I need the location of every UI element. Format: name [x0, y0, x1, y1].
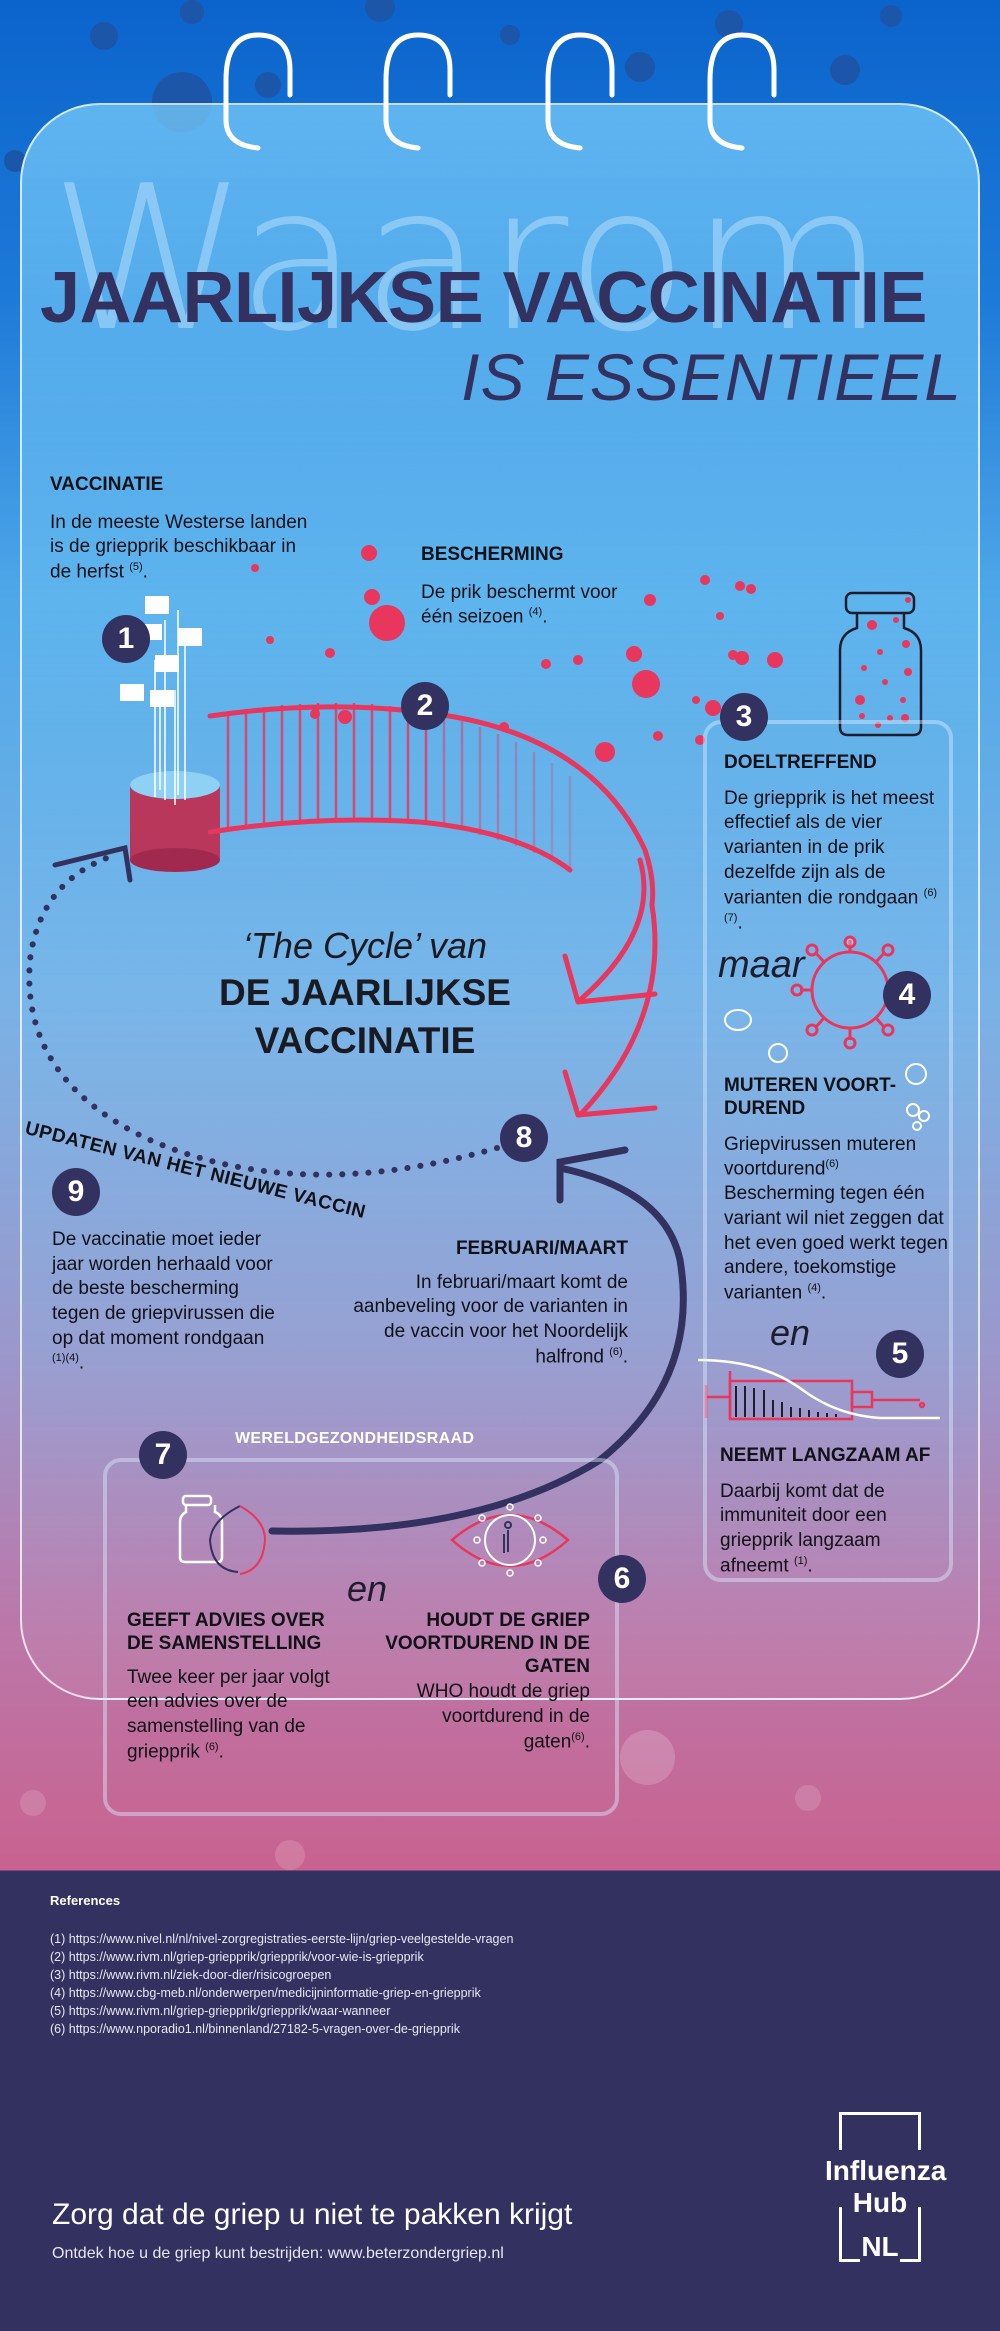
decline-curve: [697, 1358, 940, 1420]
reference-item[interactable]: (2) https://www.rivm.nl/griep-griepprik/…: [50, 1950, 424, 1964]
references-title: References: [50, 1893, 121, 1908]
step-7-badge: 7: [139, 1431, 187, 1479]
step-1-body: In de meeste Westerse landen is de griep…: [50, 511, 308, 583]
footer-slogan: Zorg dat de griep u niet te pakken krijg…: [52, 2198, 573, 2231]
step-1-text: VACCINATIE In de meeste Westerse landen …: [50, 474, 310, 585]
reference-item[interactable]: (1) https://www.nivel.nl/nl/nivel-zorgre…: [50, 1932, 514, 1946]
step-4-badge: 4: [883, 971, 931, 1019]
cycle-title: ‘The Cycle’ van DE JAARLIJKSE VACCINATIE: [150, 925, 580, 1064]
panel-steps-3-to-5: [703, 720, 953, 1582]
step-4-heading: MUTEREN VOORT-DUREND: [724, 1075, 897, 1119]
step-4-body: Griepvirussen muteren voortdurend(6) Bes…: [724, 1133, 948, 1304]
step-6-badge: 6: [598, 1555, 646, 1603]
connector-en-step-5: en: [770, 1312, 811, 1353]
step-1-badge: 1: [102, 615, 150, 663]
step-8-body: In februari/maart komt de aanbeveling vo…: [353, 1271, 628, 1368]
step-2-heading: BESCHERMING: [421, 544, 564, 565]
footer-subtext[interactable]: Ontdek hoe u de griep kunt bestrijden: w…: [52, 2245, 504, 2262]
step-4-text: MUTEREN VOORT-DUREND Griepvirussen muter…: [724, 1075, 949, 1306]
background-word: Waarom: [50, 143, 888, 376]
step-3-text: DOELTREFFEND De griepprik is het meest e…: [724, 752, 942, 936]
references-list: (1) https://www.nivel.nl/nl/nivel-zorgre…: [50, 1930, 513, 2038]
step-9-body: De vaccinatie moet ieder jaar worden her…: [52, 1229, 275, 1374]
navy-arrow: [268, 1146, 687, 1535]
eye-virus-icon: [450, 1503, 570, 1577]
vaccine-vial-icon: [838, 591, 923, 737]
cycle-illustration: [26, 545, 940, 1577]
step-7-text: GEEFT ADVIES OVER DE SAMENSTELLING Twee …: [127, 1610, 347, 1765]
reference-item[interactable]: (5) https://www.rivm.nl/griep-griepprik/…: [50, 2004, 391, 2018]
dotted-cycle-path: [26, 852, 500, 1178]
dotted-arrowhead: [52, 844, 133, 883]
connector-maar: maar: [718, 944, 805, 986]
cycle-title-line2: VACCINATIE: [254, 1020, 476, 1062]
step-5-body: Daarbij komt dat de immuniteit door een …: [720, 1480, 887, 1577]
small-bacteria-icons: [724, 1009, 930, 1131]
cylinder-flags-icon: [120, 596, 220, 872]
references: References (1) https://www.nivel.nl/nl/n…: [50, 1893, 513, 2038]
influenza-hub-logo: Influenza Hub NL: [825, 2112, 947, 2262]
logo-frame-bottom: [839, 2207, 921, 2262]
cycle-subtitle: ‘The Cycle’ van: [242, 925, 488, 966]
calendar-card: [20, 103, 980, 1700]
logo-frame-top: [839, 2112, 921, 2150]
logo-line-1: Influenza: [825, 2155, 947, 2186]
step-9-text: De vaccinatie moet ieder jaar worden her…: [52, 1228, 282, 1376]
step-5-text: NEEMT LANGZAAM AF Daarbij komt dat de im…: [720, 1445, 945, 1579]
group-label-who: WERELDGEZONDHEIDSRAAD: [235, 1430, 475, 1447]
connector-en-step-7: en: [347, 1568, 388, 1609]
panel-steps-6-and-7: [103, 1458, 619, 1816]
step-7-heading: GEEFT ADVIES OVER DE SAMENSTELLING: [127, 1610, 325, 1654]
logo-line-2: Hub: [852, 2187, 908, 2218]
bridge-arc-icon: [207, 704, 656, 908]
step-3-heading: DOELTREFFEND: [724, 752, 877, 773]
step-2-text: BESCHERMING De prik beschermt voor één s…: [421, 544, 641, 631]
step-5-badge: 5: [876, 1330, 924, 1378]
step-9-badge: 9: [52, 1168, 100, 1216]
step-8-badge: 8: [500, 1114, 548, 1162]
ring-icons: [223, 32, 777, 151]
step-5-heading: NEEMT LANGZAAM AF: [720, 1445, 931, 1466]
reference-item[interactable]: (3) https://www.rivm.nl/ziek-door-dier/r…: [50, 1968, 332, 1982]
reference-item[interactable]: (4) https://www.cbg-meb.nl/onderwerpen/m…: [50, 1986, 481, 2000]
page-subtitle: IS ESSENTIEEL: [461, 340, 962, 414]
vial-virus-dots: [855, 597, 912, 728]
step-2-badge: 2: [401, 682, 449, 730]
bridge-ladder: [226, 703, 572, 870]
step-6-text: HOUDT DE GRIEP VOORTDUREND IN DE GATEN W…: [380, 1610, 590, 1755]
step-3-body: De griepprik is het meest effectief als …: [724, 787, 938, 933]
red-arrows: [562, 857, 658, 1118]
step-2-body: De prik beschermt voor één seizoen (4).: [421, 581, 618, 628]
step-8-text: FEBRUARI/MAART In februari/maart komt de…: [340, 1238, 628, 1370]
logo-line-3: NL: [861, 2231, 899, 2262]
step-7-body: Twee keer per jaar volgt een advies over…: [127, 1666, 330, 1762]
syringe-ticks: [735, 1386, 837, 1417]
cycle-title-line1: DE JAARLIJKSE: [219, 972, 511, 1013]
page-title: JAARLIJKSE VACCINATIE: [40, 258, 927, 338]
step-6-body: WHO houdt de griep voortdurend in de gat…: [416, 1681, 590, 1753]
step-3-badge: 3: [720, 693, 768, 741]
step-1-heading: VACCINATIE: [50, 474, 164, 495]
reference-item[interactable]: (6) https://www.nporadio1.nl/binnenland/…: [50, 2022, 460, 2036]
step-8-heading: FEBRUARI/MAART: [455, 1238, 628, 1259]
step-6-heading: HOUDT DE GRIEP VOORTDUREND IN DE GATEN: [385, 1610, 590, 1677]
